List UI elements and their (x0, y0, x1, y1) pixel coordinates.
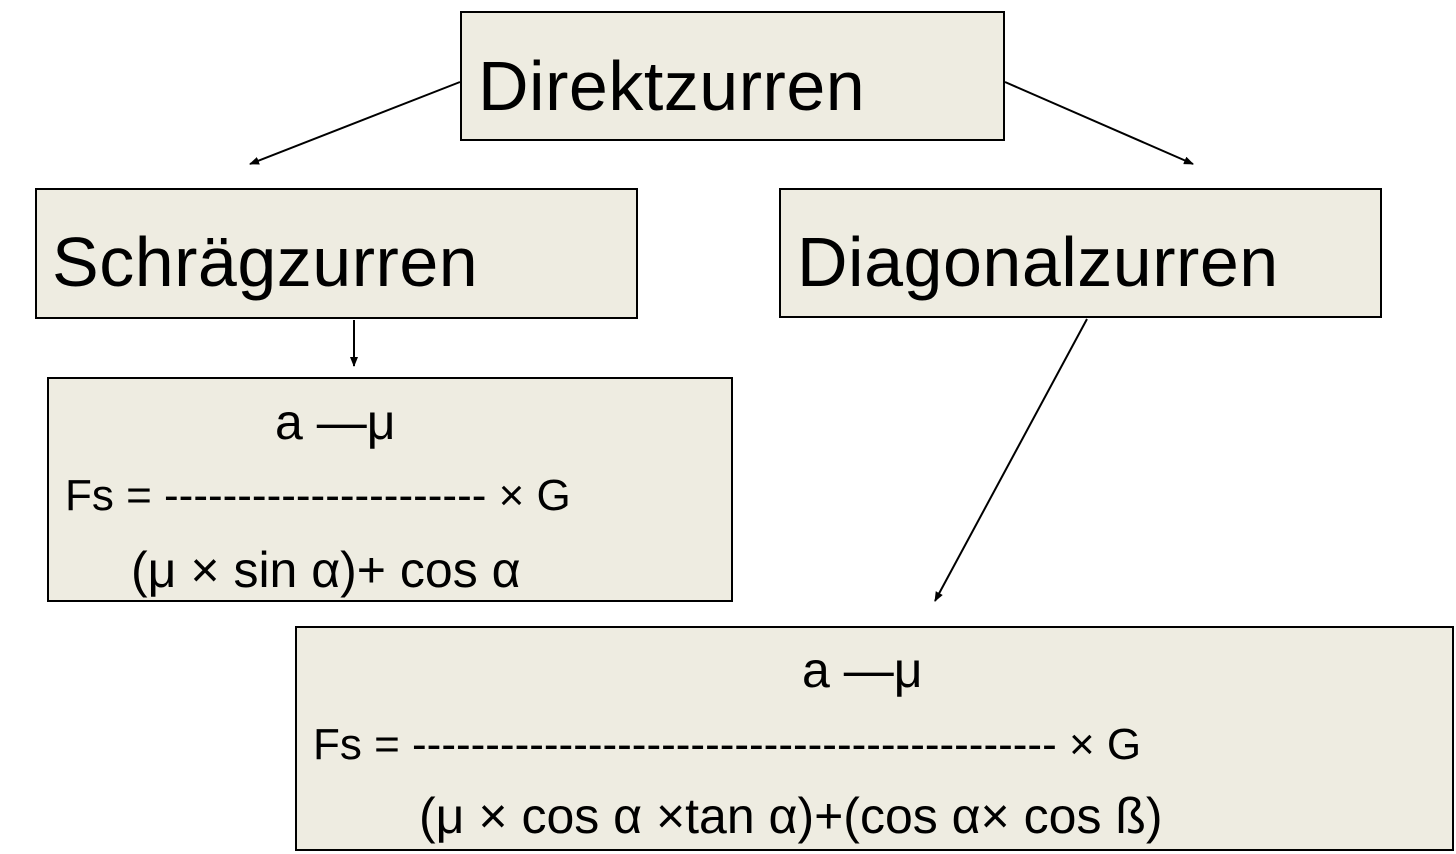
formula-box-diagonalzurren: a —μ Fs = ------------------------------… (295, 626, 1454, 851)
formula-schraegzurren-equation: Fs = ---------------------- × G (65, 471, 571, 520)
node-diagonalzurren-label: Diagonalzurren (797, 223, 1279, 301)
node-direktzurren-label: Direktzurren (478, 47, 866, 125)
arrow-right-to-formula (934, 318, 1088, 602)
node-schraegzurren-label: Schrägzurren (52, 223, 479, 301)
formula-diagonalzurren-denominator: (μ × cos α ×tan α)+(cos α× cos ß) (419, 788, 1163, 844)
node-direktzurren: Direktzurren (460, 11, 1005, 141)
formula-diagonalzurren-equation: Fs = -----------------------------------… (313, 720, 1142, 769)
node-schraegzurren: Schrägzurren (35, 188, 638, 319)
node-diagonalzurren: Diagonalzurren (779, 188, 1382, 318)
formula-box-schraegzurren: a —μ Fs = ---------------------- × G (μ … (47, 377, 733, 602)
arrow-root-to-left (249, 81, 461, 165)
formula-diagonalzurren-numerator: a —μ (802, 642, 923, 698)
formula-schraegzurren-denominator: (μ × sin α)+ cos α (131, 542, 521, 598)
arrow-root-to-right (1004, 81, 1194, 165)
formula-schraegzurren-numerator: a —μ (275, 394, 396, 450)
